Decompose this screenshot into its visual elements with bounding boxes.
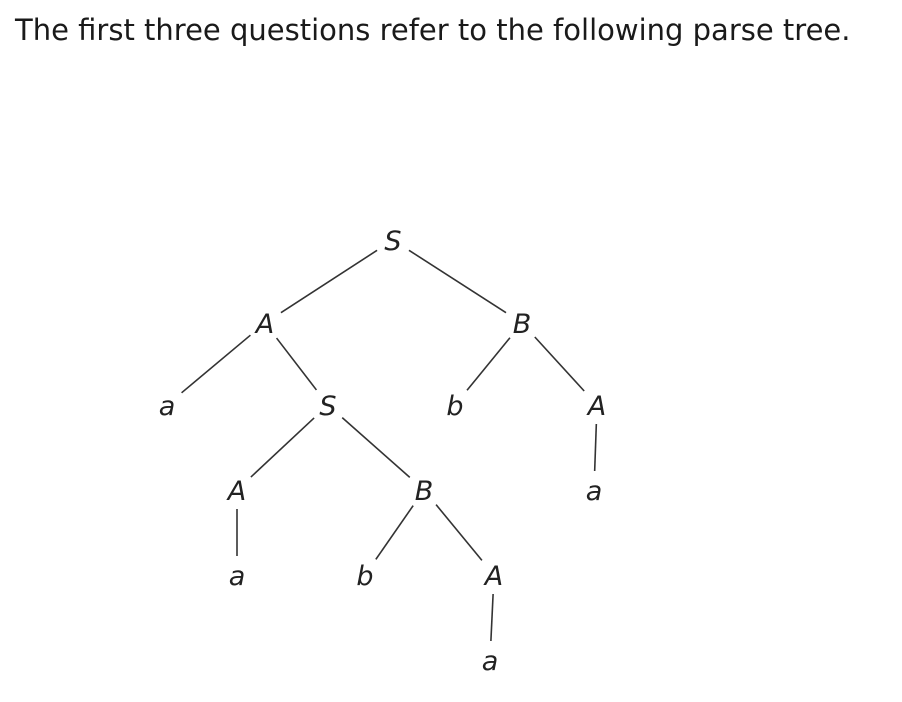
tree-node-b-leaf2: b xyxy=(356,561,373,592)
tree-node-a-leaf1: a xyxy=(159,391,176,422)
tree-edge-s_mid-to-a_under_s xyxy=(250,417,315,478)
tree-edge-s_root-to-b_right xyxy=(408,249,507,314)
tree-node-s-mid: S xyxy=(319,391,336,422)
tree-edge-b_right-to-b_leaf1 xyxy=(466,337,511,391)
tree-node-a-leaf3: a xyxy=(229,561,246,592)
tree-node-a-leaf2: a xyxy=(586,476,603,507)
tree-node-a-leaf4: a xyxy=(482,646,499,677)
question-intro-text: The first three questions refer to the f… xyxy=(15,13,851,47)
tree-edge-s_root-to-a_left xyxy=(280,249,378,314)
tree-edge-a_bottom-to-a_leaf4 xyxy=(490,593,494,642)
tree-node-a-under-s: A xyxy=(226,476,246,507)
tree-node-b-right: B xyxy=(513,309,532,340)
tree-edge-b_under_s-to-a_bottom xyxy=(435,504,483,561)
tree-edge-b_right-to-a_under_b xyxy=(534,336,585,392)
tree-edge-a_left-to-a_leaf1 xyxy=(181,334,251,394)
tree-node-b-leaf1: b xyxy=(446,391,463,422)
tree-node-a-left: A xyxy=(254,309,274,340)
tree-edge-a_under_b-to-a_leaf2 xyxy=(593,423,598,472)
parse-tree-edges xyxy=(181,249,598,642)
tree-edge-a_left-to-s_mid xyxy=(275,337,318,391)
tree-edge-s_mid-to-b_under_s xyxy=(341,416,411,479)
tree-node-s-root: S xyxy=(384,226,401,257)
tree-node-b-under-s: B xyxy=(415,476,434,507)
tree-edge-b_under_s-to-b_leaf2 xyxy=(375,505,414,560)
tree-node-a-bottom: A xyxy=(483,561,503,592)
tree-node-a-under-b: A xyxy=(586,391,606,422)
